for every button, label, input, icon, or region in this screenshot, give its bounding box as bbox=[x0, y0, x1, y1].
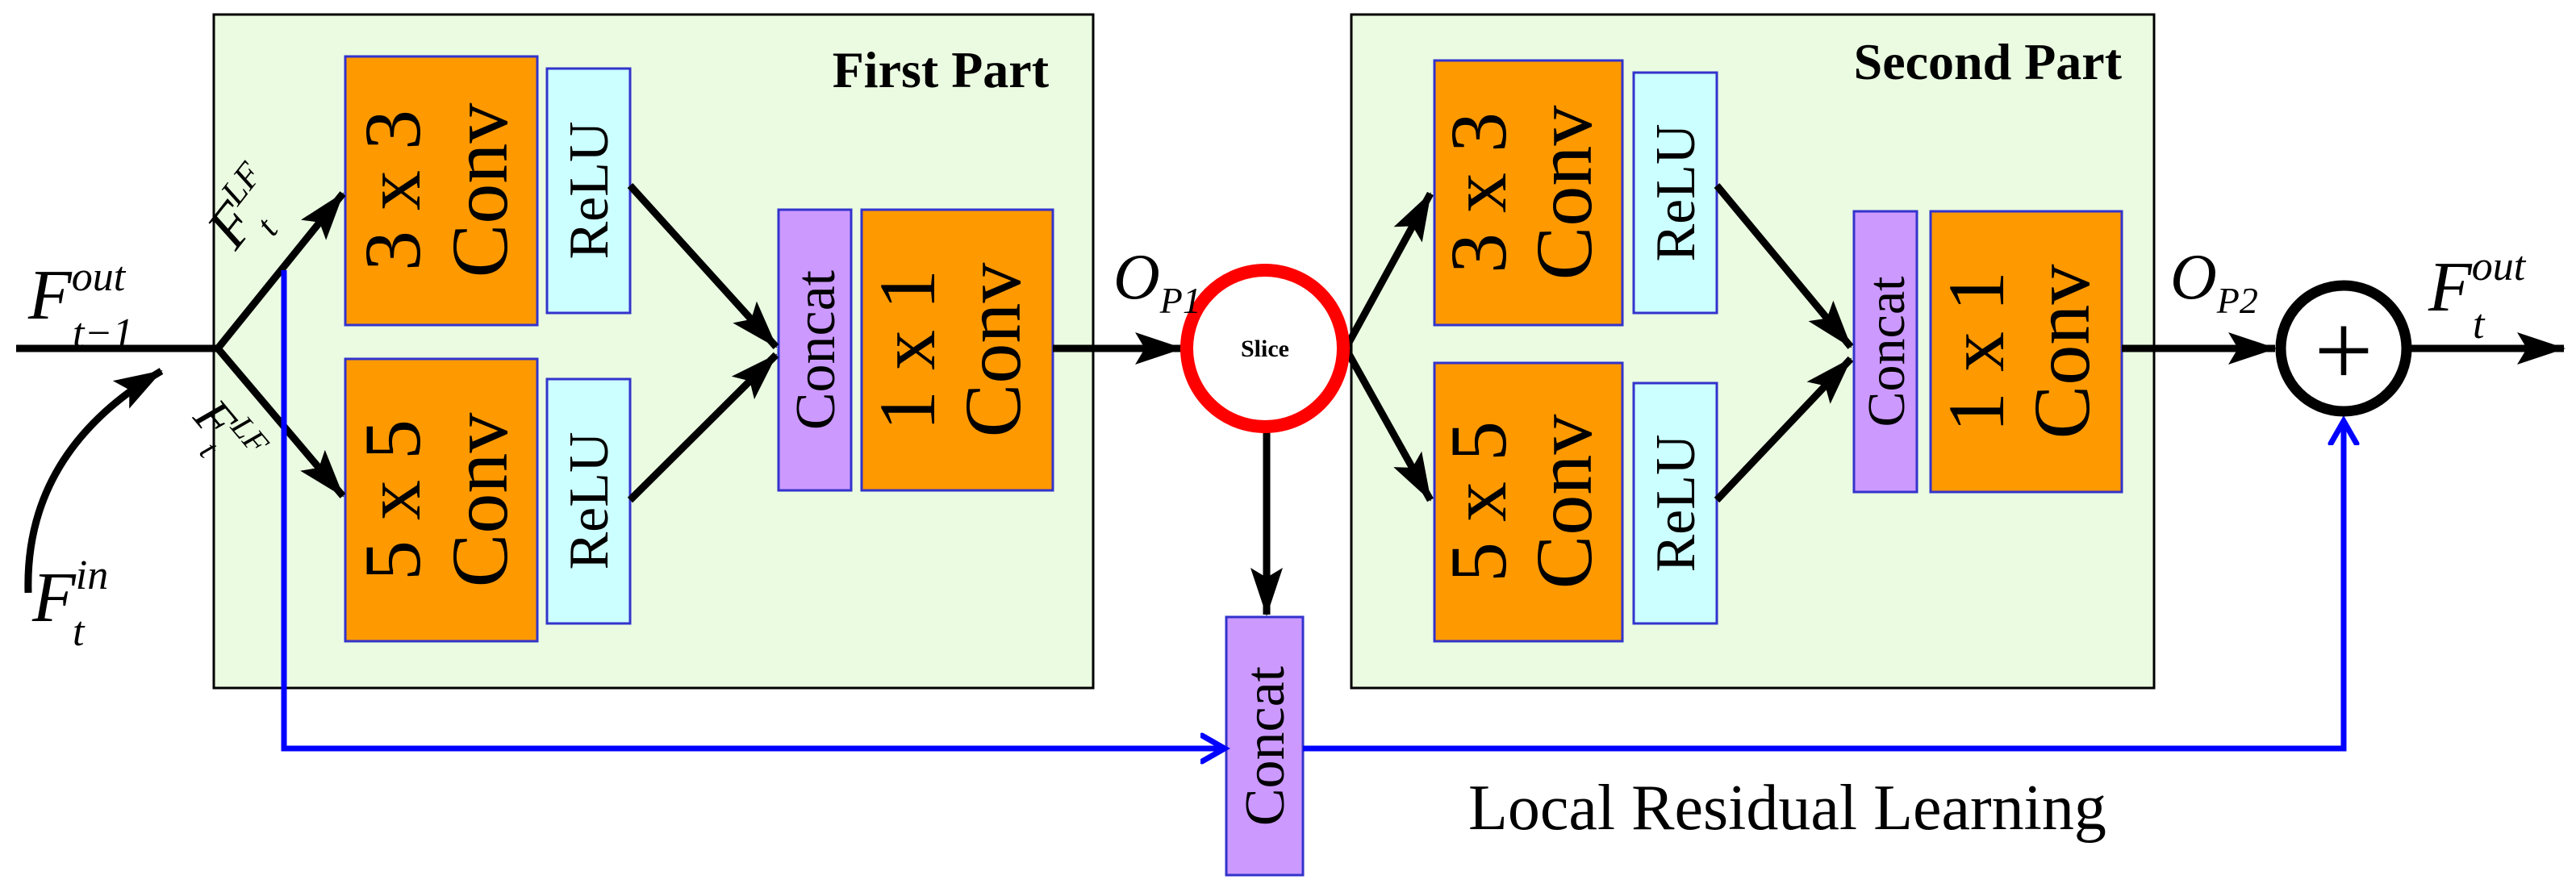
local-residual-learning-caption: Local Residual Learning bbox=[1468, 773, 2106, 844]
svg-text:Conv: Conv bbox=[1519, 106, 1609, 281]
svg-text:Concat: Concat bbox=[785, 269, 847, 430]
conv-3x3-block-first: 3 x 3 Conv bbox=[344, 55, 539, 327]
conv-5x5-block-second: 5 x 5 Conv bbox=[1433, 361, 1624, 643]
svg-text:5 x 5: 5 x 5 bbox=[1434, 421, 1523, 582]
relu-block-second-top: ReLU bbox=[1632, 71, 1718, 315]
svg-text:Slice: Slice bbox=[1241, 336, 1289, 362]
svg-text:Conv: Conv bbox=[435, 103, 524, 278]
svg-text:3 x 3: 3 x 3 bbox=[348, 110, 437, 271]
svg-text:1 x 1: 1 x 1 bbox=[862, 269, 952, 431]
svg-text:Concat: Concat bbox=[1857, 277, 1916, 427]
label-o-p1: OP1 bbox=[1113, 242, 1201, 321]
svg-text:ReLU: ReLU bbox=[1645, 123, 1707, 261]
svg-text:Concat: Concat bbox=[1234, 665, 1296, 826]
svg-text:ReLU: ReLU bbox=[1645, 434, 1707, 572]
svg-text:ReLU: ReLU bbox=[558, 431, 620, 569]
svg-text:5 x 5: 5 x 5 bbox=[348, 419, 437, 581]
relu-block-first-top: ReLU bbox=[545, 67, 632, 315]
svg-text:+: + bbox=[2314, 293, 2373, 409]
conv-5x5-block-first: 5 x 5 Conv bbox=[344, 357, 539, 643]
svg-text:Conv: Conv bbox=[948, 263, 1037, 438]
svg-text:Conv: Conv bbox=[2017, 265, 2106, 440]
concat-block-bottom: Concat bbox=[1225, 615, 1305, 877]
svg-text:Conv: Conv bbox=[435, 413, 524, 588]
conv-1x1-block-first: 1 x 1 Conv bbox=[860, 208, 1054, 492]
concat-block-second: Concat bbox=[1852, 210, 1918, 494]
conv-3x3-block-second: 3 x 3 Conv bbox=[1433, 59, 1624, 327]
svg-text:Conv: Conv bbox=[1519, 415, 1609, 590]
relu-block-first-bottom: ReLU bbox=[545, 377, 632, 625]
conv-1x1-block-second: 1 x 1 Conv bbox=[1929, 210, 2123, 494]
second-part-title: Second Part bbox=[1854, 33, 2123, 90]
svg-text:3 x 3: 3 x 3 bbox=[1434, 112, 1523, 273]
svg-text:1 x 1: 1 x 1 bbox=[1931, 271, 2021, 432]
slice-node: Slice bbox=[1180, 264, 1350, 433]
elementwise-sum-node: + bbox=[2275, 280, 2412, 417]
local-residual-path bbox=[281, 270, 2344, 748]
label-o-p2: OP2 bbox=[2170, 242, 2258, 321]
svg-text:ReLU: ReLU bbox=[558, 121, 620, 259]
concat-block-first: Concat bbox=[777, 208, 853, 492]
first-part-title: First Part bbox=[833, 41, 1050, 98]
data-flow-arrows bbox=[16, 182, 2566, 616]
relu-block-second-bottom: ReLU bbox=[1632, 381, 1718, 625]
